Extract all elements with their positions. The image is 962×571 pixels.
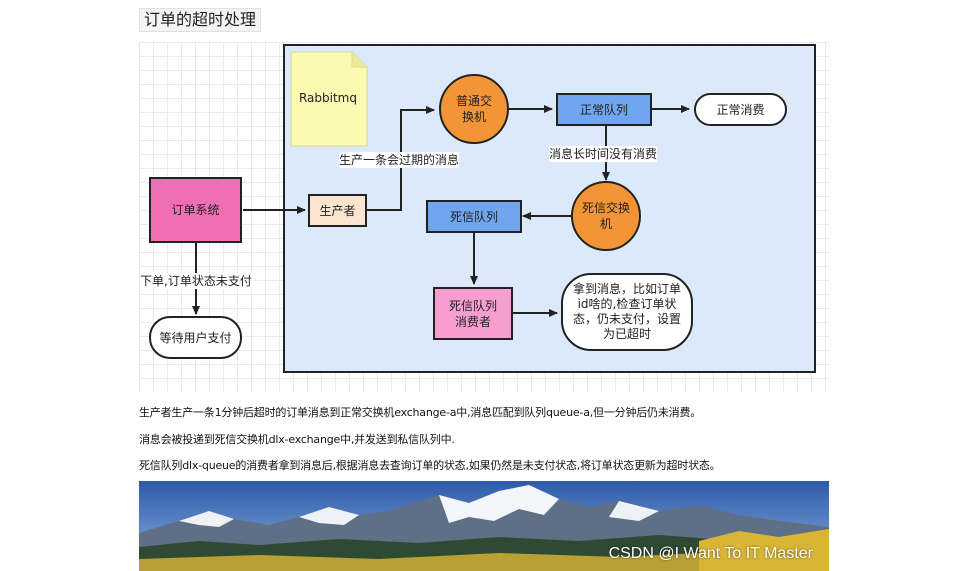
label-order-unpaid: 下单,订单状态未支付 [140, 273, 252, 289]
dead-consumer-node: 死信队列 消费者 [433, 287, 513, 340]
dead-exchange-node: 死信交换 机 [571, 181, 641, 251]
label-produce-expiring: 生产一条会过期的消息 [339, 152, 460, 168]
mountain-banner-image: CSDN @I Want To IT Master [139, 481, 829, 571]
flow-diagram: Rabbitmq 订单系统 生产者 普通交 换机 正常队列 正常消费 消息长时间… [139, 42, 829, 392]
paragraph-2: 消息会被投递到死信交换机dlx-exchange中,并发送到私信队列中. [139, 433, 455, 446]
producer-node: 生产者 [308, 194, 367, 227]
rabbitmq-note-label: Rabbitmq [298, 91, 357, 105]
normal-consume-node: 正常消费 [694, 93, 787, 126]
paragraph-1: 生产者生产一条1分钟后超时的订单消息到正常交换机exchange-a中,消息匹配… [139, 406, 702, 419]
dead-queue-node: 死信队列 [426, 200, 522, 233]
label-no-consume: 消息长时间没有消费 [549, 146, 658, 162]
paragraph-3: 死信队列dlx-queue的消费者拿到消息后,根据消息去查询订单的状态,如果仍然… [139, 459, 721, 472]
check-status-bubble: 拿到消息，比如订单 id啥的,检查订单状 态，仍未支付，设置 为已超时 [561, 273, 693, 351]
normal-exchange-node: 普通交 换机 [439, 74, 509, 144]
section-heading: 订单的超时处理 [139, 8, 262, 32]
rabbitmq-note-shape [290, 51, 368, 147]
normal-queue-node: 正常队列 [556, 93, 652, 126]
csdn-watermark: CSDN @I Want To IT Master [608, 545, 813, 562]
wait-payment-node: 等待用户支付 [149, 316, 242, 359]
order-system-node: 订单系统 [149, 177, 242, 243]
